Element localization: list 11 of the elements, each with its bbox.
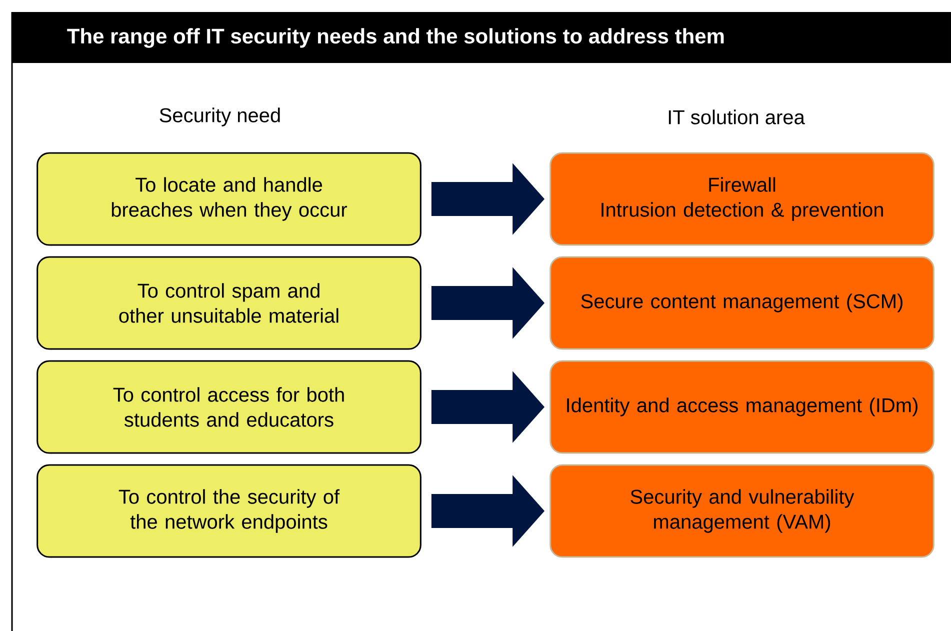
column-heading: Security need	[160, 108, 280, 126]
solution-box: Identity and access management (IDm)	[550, 360, 934, 454]
title-bar: The range off IT security needs and the solutions to address them	[12, 12, 951, 63]
need-box: To control the security of the network endpoints	[36, 464, 422, 558]
solution-box: Security and vulnerability management (VAM)	[550, 464, 934, 558]
need-box: To control access for both students and educators	[36, 360, 422, 454]
solution-box: Secure content management (SCM)	[550, 256, 934, 350]
need-box: To control spam and other unsuitable material	[36, 256, 422, 350]
column-heading: IT solution area	[668, 110, 805, 124]
solution-box: Firewall Intrusion detection & prevention	[550, 152, 934, 246]
need-box: To locate and handle breaches when they occur	[36, 152, 422, 246]
